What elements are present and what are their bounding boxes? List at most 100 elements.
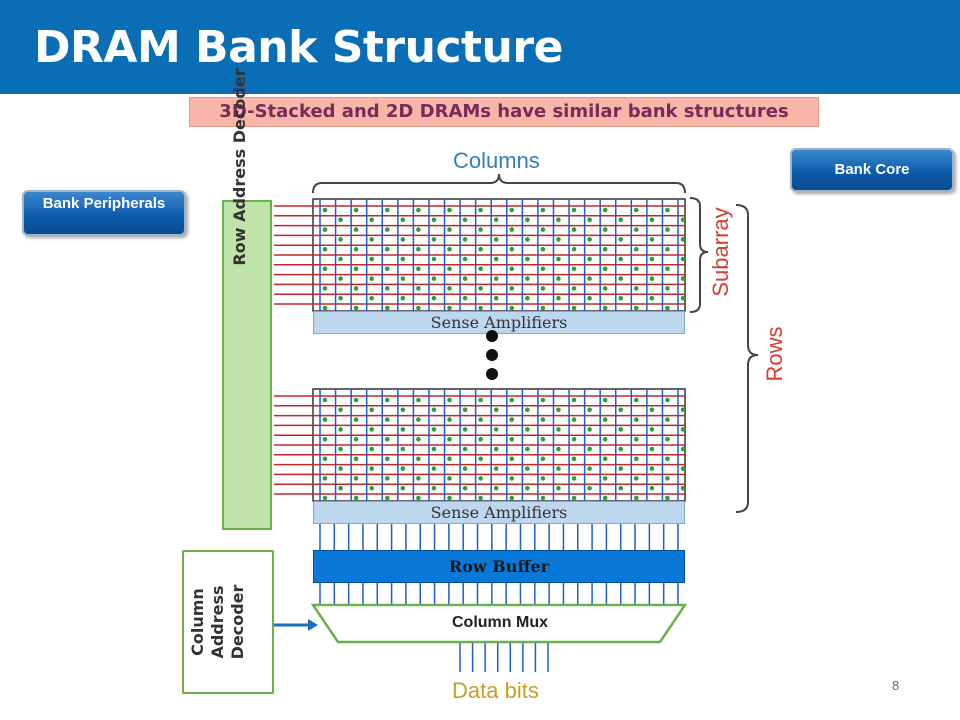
memory-cell xyxy=(556,446,561,452)
memory-cell xyxy=(525,295,530,301)
memory-cell xyxy=(618,485,624,491)
memory-cell xyxy=(602,397,608,403)
memory-cell xyxy=(322,246,328,252)
memory-cell xyxy=(384,456,390,462)
memory-cell xyxy=(431,407,437,413)
memory-cell xyxy=(649,407,655,413)
memory-cell xyxy=(649,466,655,471)
memory-cell xyxy=(665,266,670,272)
memory-cell xyxy=(369,256,374,262)
sense-amplifiers-bottom: Sense Amplifiers xyxy=(313,501,685,524)
memory-cell xyxy=(602,207,608,213)
memory-cell xyxy=(525,466,530,471)
data-bits-label: Data bits xyxy=(452,678,539,703)
memory-cell xyxy=(571,266,577,272)
memory-cell xyxy=(571,286,577,291)
ellipsis-dot xyxy=(486,349,498,361)
memory-cell xyxy=(416,207,421,213)
memory-cell xyxy=(556,295,561,301)
memory-cell xyxy=(509,227,515,232)
memory-cell xyxy=(431,276,437,281)
memory-cell xyxy=(665,305,670,311)
memory-cell xyxy=(447,266,452,272)
memory-cell xyxy=(602,266,608,272)
callout-banner: 3D-Stacked and 2D DRAMs have similar ban… xyxy=(189,97,819,127)
memory-cell xyxy=(602,227,608,232)
memory-cell xyxy=(462,446,468,452)
memory-cell xyxy=(478,495,483,501)
memory-cell xyxy=(493,446,499,452)
memory-cell xyxy=(509,246,515,252)
ellipsis-dot xyxy=(486,330,498,342)
memory-cell xyxy=(540,456,546,462)
rows-label: Rows xyxy=(762,326,787,382)
memory-cell xyxy=(649,427,655,432)
memory-cell xyxy=(509,207,515,213)
memory-cell xyxy=(493,237,499,242)
memory-cell xyxy=(665,456,670,462)
memory-cell xyxy=(400,217,406,223)
memory-cell xyxy=(525,256,530,262)
memory-cell xyxy=(322,227,328,232)
memory-cell xyxy=(618,446,624,452)
memory-cell xyxy=(509,266,515,272)
memory-cell xyxy=(478,227,483,232)
memory-cell xyxy=(462,407,468,413)
memory-cell xyxy=(384,397,390,403)
memory-cell xyxy=(400,256,406,262)
memory-cell xyxy=(509,286,515,291)
memory-cell xyxy=(353,207,359,213)
subarray-brace xyxy=(689,197,709,313)
memory-cell xyxy=(369,446,374,452)
memory-cell xyxy=(416,436,421,442)
memory-cell xyxy=(618,427,624,432)
memory-cell xyxy=(634,246,639,252)
memory-cell xyxy=(478,246,483,252)
memory-cell xyxy=(416,305,421,311)
memory-cell xyxy=(338,276,343,281)
memory-cell xyxy=(431,427,437,432)
memory-cell xyxy=(540,207,546,213)
memory-cell xyxy=(384,207,390,213)
memory-cell xyxy=(322,476,328,481)
memory-cell xyxy=(462,485,468,491)
memory-cell xyxy=(462,295,468,301)
memory-cell xyxy=(571,246,577,252)
memory-cell xyxy=(493,256,499,262)
memory-cell xyxy=(338,446,343,452)
memory-cell xyxy=(540,227,546,232)
memory-cell xyxy=(384,495,390,501)
memory-cell xyxy=(525,217,530,223)
memory-cell xyxy=(602,495,608,501)
memory-cell xyxy=(447,227,452,232)
memory-cell xyxy=(618,217,624,223)
memory-cell xyxy=(680,427,686,432)
memory-cell xyxy=(338,217,343,223)
memory-cell xyxy=(540,397,546,403)
memory-cell xyxy=(493,295,499,301)
memory-cell xyxy=(649,237,655,242)
memory-cell xyxy=(447,417,452,422)
memory-cell xyxy=(493,217,499,223)
memory-cell xyxy=(665,476,670,481)
memory-cell xyxy=(556,217,561,223)
memory-cell xyxy=(618,295,624,301)
memory-cell xyxy=(478,286,483,291)
memory-cell xyxy=(400,237,406,242)
memory-cell xyxy=(571,495,577,501)
memory-cell xyxy=(447,286,452,291)
memory-cell xyxy=(369,276,374,281)
memory-cell xyxy=(431,295,437,301)
memory-cell xyxy=(587,256,592,262)
memory-cell xyxy=(602,476,608,481)
memory-cell xyxy=(540,417,546,422)
memory-cell xyxy=(618,237,624,242)
columns-label: Columns xyxy=(453,148,540,173)
memory-cell xyxy=(587,446,592,452)
memory-cell xyxy=(680,407,686,413)
memory-cell xyxy=(462,217,468,223)
memory-cell xyxy=(634,417,639,422)
memory-cell xyxy=(400,427,406,432)
memory-cell xyxy=(338,295,343,301)
